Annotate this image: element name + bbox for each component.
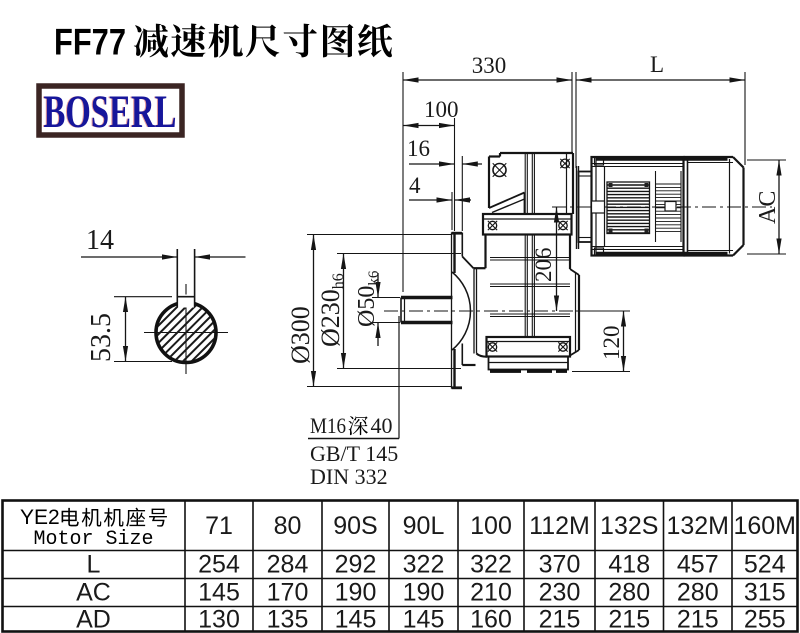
svg-text:145: 145: [403, 606, 445, 633]
svg-text:145: 145: [335, 606, 377, 633]
svg-text:L: L: [650, 52, 664, 77]
svg-text:DIN 332: DIN 332: [310, 464, 388, 489]
svg-text:YE2: YE2: [20, 506, 60, 529]
svg-text:135: 135: [267, 606, 309, 633]
svg-text:280: 280: [677, 579, 719, 607]
svg-text:40: 40: [371, 413, 393, 438]
svg-text:292: 292: [335, 551, 377, 579]
svg-text:315: 315: [744, 579, 786, 607]
svg-text:Ø300: Ø300: [286, 306, 315, 364]
svg-text:255: 255: [744, 606, 786, 633]
svg-text:80: 80: [274, 512, 302, 540]
svg-text:254: 254: [198, 551, 240, 579]
svg-text:M16: M16: [310, 413, 346, 438]
svg-text:Motor Size: Motor Size: [33, 528, 153, 551]
svg-text:L: L: [87, 551, 101, 579]
svg-text:418: 418: [608, 551, 650, 579]
svg-text:145: 145: [198, 579, 240, 607]
svg-text:AC: AC: [76, 579, 111, 607]
svg-text:71: 71: [205, 512, 233, 540]
svg-text:280: 280: [608, 579, 650, 607]
svg-text:90L: 90L: [403, 512, 445, 540]
svg-text:284: 284: [267, 551, 309, 579]
svg-text:132S: 132S: [600, 512, 658, 540]
svg-text:190: 190: [403, 579, 445, 607]
svg-text:4: 4: [409, 173, 421, 198]
svg-text:AC: AC: [755, 191, 781, 224]
svg-text:215: 215: [608, 606, 650, 633]
svg-text:130: 130: [198, 606, 240, 633]
svg-text:322: 322: [403, 551, 445, 579]
svg-text:GB/T 145: GB/T 145: [310, 441, 398, 466]
svg-text:53.5: 53.5: [86, 313, 117, 362]
svg-text:206: 206: [531, 248, 556, 283]
svg-text:112M: 112M: [529, 512, 590, 540]
svg-text:FF77: FF77: [54, 22, 126, 63]
svg-text:190: 190: [335, 579, 377, 607]
svg-text:170: 170: [267, 579, 309, 607]
svg-text:120: 120: [599, 326, 624, 361]
svg-text:322: 322: [470, 551, 512, 579]
svg-text:132M: 132M: [666, 512, 729, 540]
svg-text:160M: 160M: [733, 512, 796, 540]
svg-text:524: 524: [744, 551, 786, 579]
svg-text:210: 210: [470, 579, 512, 607]
svg-text:160: 160: [470, 606, 512, 633]
svg-text:14: 14: [86, 225, 114, 256]
svg-text:230: 230: [539, 579, 581, 607]
svg-text:16: 16: [407, 136, 430, 161]
svg-text:100: 100: [424, 97, 459, 122]
svg-text:BOSERL: BOSERL: [44, 86, 177, 138]
svg-text:457: 457: [677, 551, 719, 579]
svg-text:370: 370: [539, 551, 581, 579]
svg-text:215: 215: [539, 606, 581, 633]
svg-text:330: 330: [472, 53, 507, 78]
svg-text:AD: AD: [76, 606, 111, 633]
svg-text:100: 100: [470, 512, 512, 540]
svg-text:215: 215: [677, 606, 719, 633]
svg-text:90S: 90S: [333, 512, 377, 540]
